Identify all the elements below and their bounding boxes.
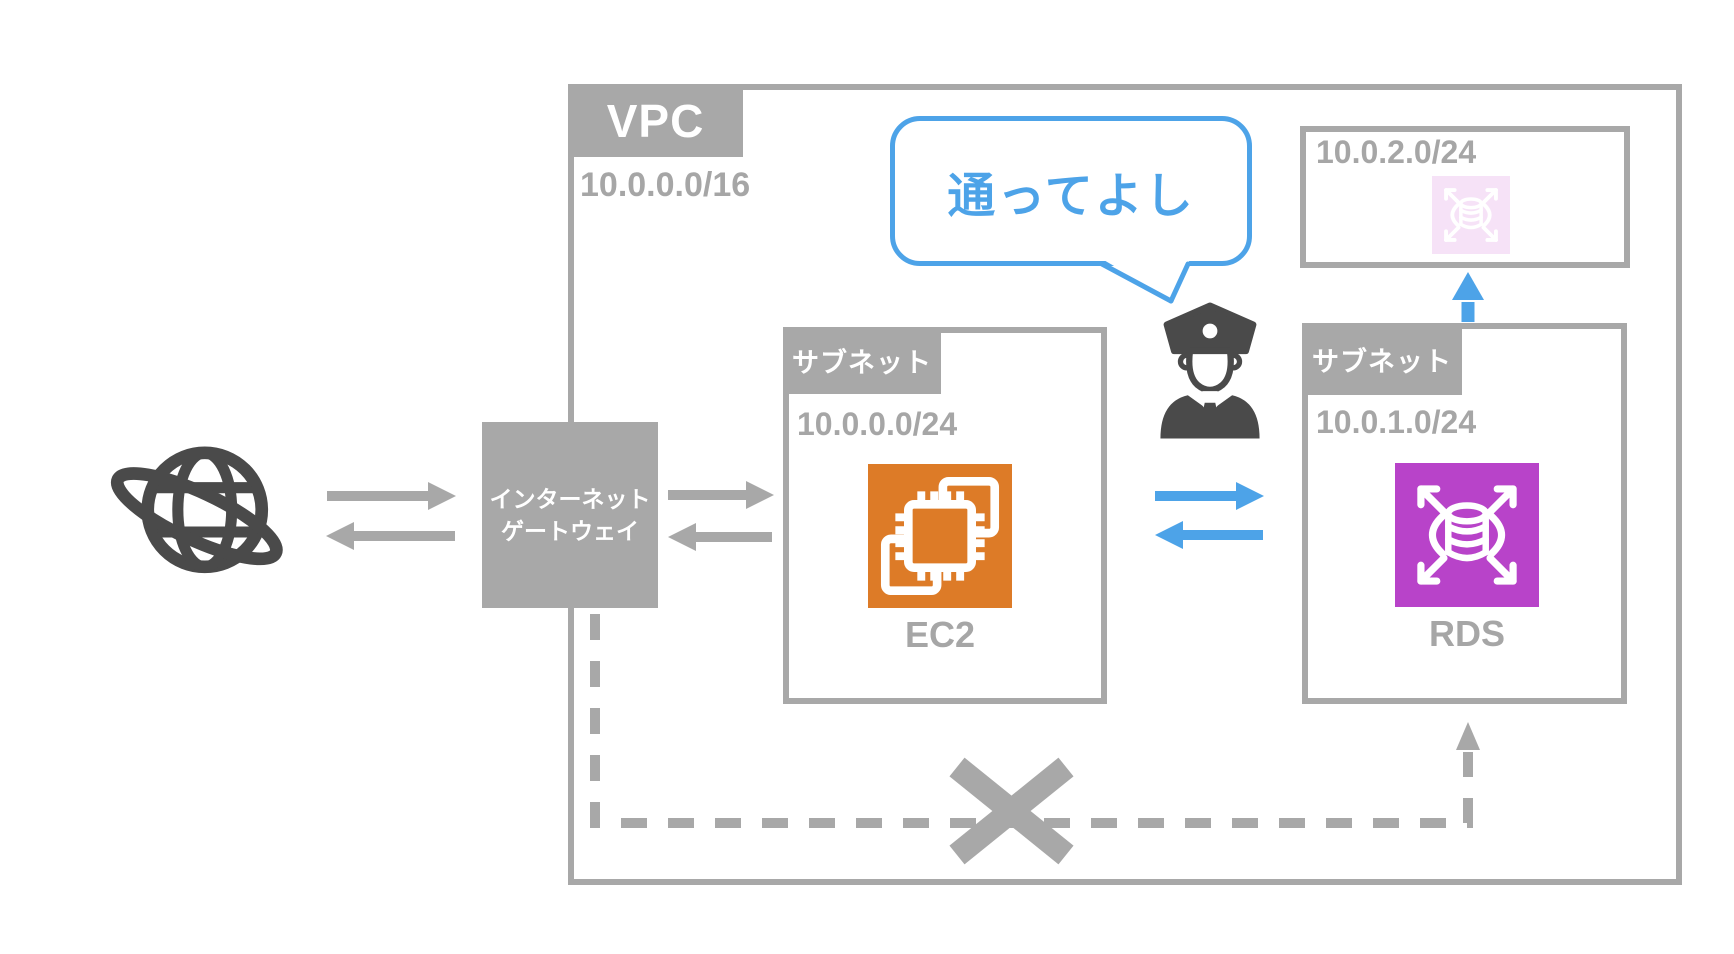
ec2-chip-icon: [868, 464, 1012, 608]
subnet-ec2-cidr: 10.0.0.0/24: [797, 406, 958, 442]
globe-icon: [105, 418, 295, 608]
subnet-spare-cidr: 10.0.2.0/24: [1316, 134, 1477, 170]
internet-gateway-box: インターネット ゲートウェイ: [482, 422, 658, 608]
subnet-rds-label: サブネット: [1302, 323, 1462, 395]
security-guard-icon: [1152, 296, 1268, 444]
subnet-rds-cidr: 10.0.1.0/24: [1316, 404, 1477, 440]
subnet-spare-box: [1300, 126, 1630, 268]
arrow-internet-to-igw: [327, 482, 456, 510]
subnet-ec2-label: サブネット: [783, 327, 941, 394]
internet-gateway-label-line2: ゲートウェイ: [501, 518, 639, 544]
rds-database-icon: [1395, 463, 1539, 607]
speech-bubble: 通ってよし: [890, 116, 1252, 266]
ec2-resource-label: EC2: [904, 614, 976, 655]
internet-gateway-label-line1: インターネット: [489, 485, 651, 512]
rds-resource-label: RDS: [1428, 613, 1505, 654]
vpc-label: VPC: [568, 84, 743, 157]
vpc-cidr: 10.0.0.0/16: [580, 166, 751, 204]
arrow-igw-to-internet: [326, 522, 455, 550]
speech-bubble-text: 通ってよし: [947, 170, 1195, 223]
rds-database-icon-faded: [1432, 176, 1510, 254]
